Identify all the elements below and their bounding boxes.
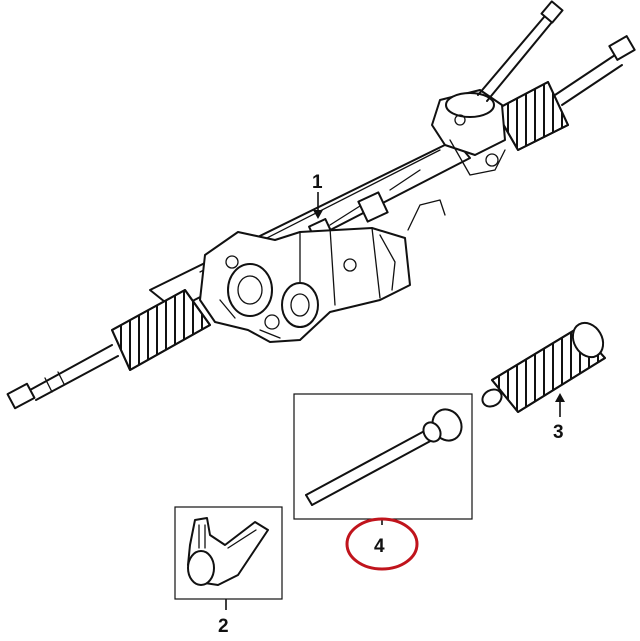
left-bellows-boot xyxy=(111,289,211,371)
inner-tie-rod-part xyxy=(305,408,463,506)
callout-1: 1 xyxy=(312,172,323,219)
right-bellows-boot xyxy=(494,81,569,151)
callout-2: 2 xyxy=(218,599,229,637)
steering-gear-assembly xyxy=(6,0,636,410)
callout-4-label: 4 xyxy=(374,536,385,557)
tie-rod-end-frame xyxy=(174,506,283,600)
callout-3-label: 3 xyxy=(553,422,564,443)
bellows-boot-part xyxy=(481,321,606,413)
callout-3: 3 xyxy=(553,393,565,443)
callout-4: 4 xyxy=(345,517,419,571)
tie-rod-end-part xyxy=(187,517,269,586)
callout-1-label: 1 xyxy=(312,172,323,193)
callout-4-highlight-ring xyxy=(345,517,419,571)
callout-2-label: 2 xyxy=(218,616,229,637)
